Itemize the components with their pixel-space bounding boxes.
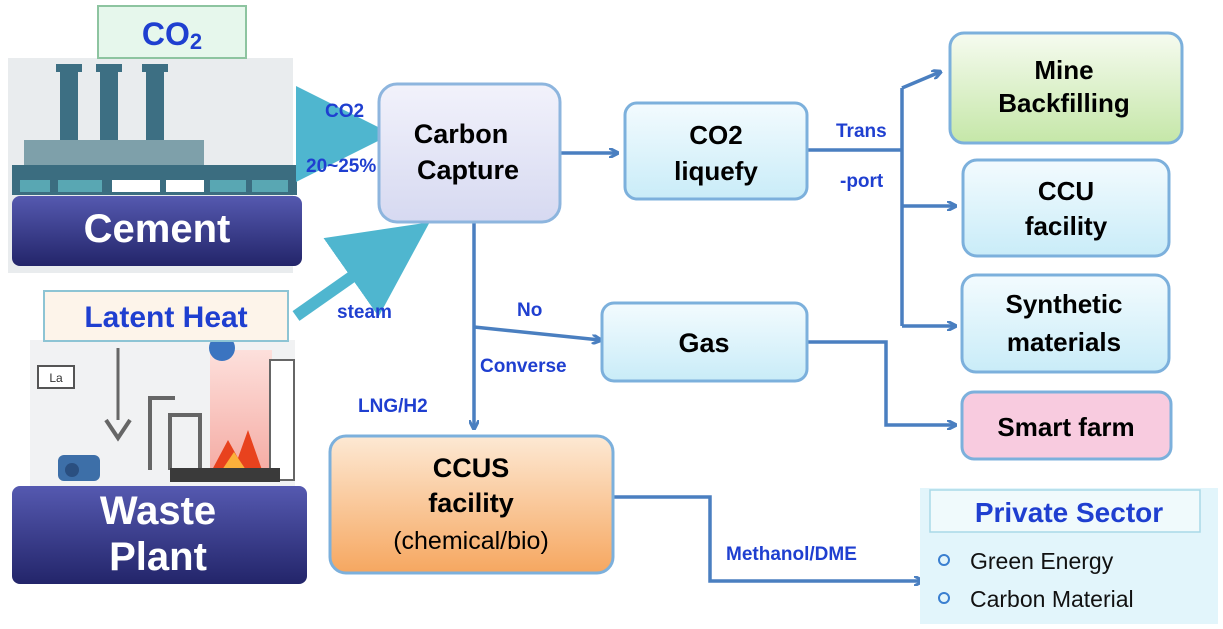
waste-plant-bar <box>12 486 307 584</box>
gas-box <box>600 301 809 383</box>
carbon-capture-line1: Carbon <box>414 119 509 149</box>
co2-badge <box>97 5 247 59</box>
edge-label-trans: Trans <box>836 121 887 142</box>
smart-farm-label: Smart farm <box>997 412 1134 442</box>
svg-text:La: La <box>49 371 63 385</box>
waste-plant-label-line1: Waste <box>100 489 216 533</box>
to-mine-arrow <box>901 72 940 90</box>
bullet-icon <box>938 554 950 566</box>
carbon-capture-box <box>377 82 562 224</box>
edge-label-methanol: Methanol/DME <box>726 544 857 565</box>
smart-farm-box <box>960 390 1173 461</box>
edge-label-no: No <box>517 300 542 321</box>
waste-plant-label-line2: Plant <box>109 535 207 579</box>
ccus-to-private-arrow <box>614 495 922 581</box>
edge-label-port: -port <box>840 171 884 192</box>
steam-arrow <box>292 222 430 321</box>
latent-heat-label: Latent Heat <box>84 301 247 334</box>
edge-label-steam: steam <box>337 302 392 323</box>
latent-heat-badge <box>43 290 289 342</box>
gas-to-smart-farm-arrow <box>808 340 955 425</box>
carbon-capture-line2: Capture <box>417 155 519 185</box>
synthetic-materials-line2: materials <box>1007 327 1121 357</box>
cement-bar <box>12 196 302 266</box>
ccu-facility-line2: facility <box>1025 211 1108 241</box>
co2-liquefy-line1: CO2 <box>689 120 742 150</box>
ccus-facility-box <box>328 434 615 575</box>
edge-label-percent: 20~25% <box>306 156 376 177</box>
to-gas-arrow <box>473 325 600 340</box>
cement-plant-illustration <box>8 58 297 273</box>
cement-label: Cement <box>84 207 231 251</box>
edge-label-lng-h2: LNG/H2 <box>358 396 428 417</box>
waste-plant-illustration: La <box>30 335 295 490</box>
private-sector-header <box>929 489 1201 533</box>
mine-backfilling-line2: Backfilling <box>998 88 1129 118</box>
connectors <box>474 72 955 581</box>
private-sector-item-carbon-material: Carbon Material <box>970 586 1134 612</box>
edge-label-converse: Converse <box>480 356 567 377</box>
mine-backfilling-box <box>948 31 1184 145</box>
ccus-line2: facility <box>428 488 514 518</box>
co2-liquefy-line2: liquefy <box>674 156 758 186</box>
co2-badge-label: CO2 <box>142 16 202 54</box>
private-sector-title: Private Sector <box>975 497 1163 528</box>
private-sector-item-green-energy: Green Energy <box>970 548 1114 574</box>
bullet-icon <box>938 592 950 604</box>
gas-label: Gas <box>678 328 729 358</box>
ccu-facility-line1: CCU <box>1038 176 1094 206</box>
ccus-line1: CCUS <box>433 453 510 483</box>
mine-backfilling-line1: Mine <box>1034 55 1093 85</box>
edge-label-co2: CO2 <box>325 101 364 122</box>
ccus-line3: (chemical/bio) <box>393 527 549 555</box>
co2-liquefy-box <box>623 101 809 201</box>
ccu-facility-box <box>961 158 1171 258</box>
synthetic-materials-line1: Synthetic <box>1005 289 1122 319</box>
synthetic-materials-box <box>960 273 1171 374</box>
